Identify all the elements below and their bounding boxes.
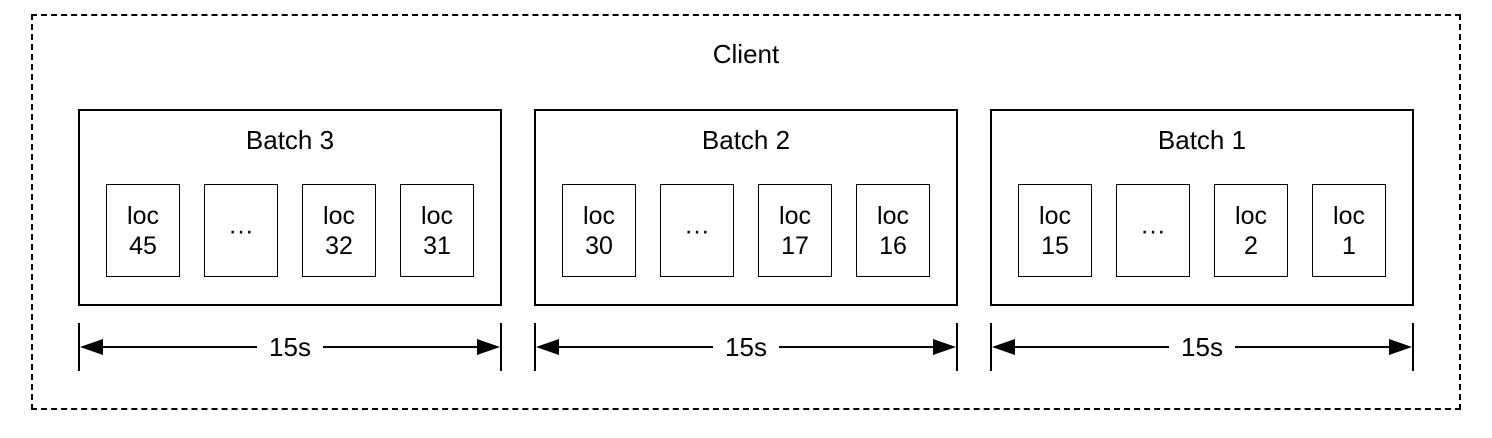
arrowhead-right-icon bbox=[1389, 339, 1413, 355]
batch-title: Batch 3 bbox=[245, 125, 335, 155]
duration-label: 15s bbox=[269, 332, 311, 362]
loc-number: 32 bbox=[325, 231, 353, 260]
loc-box: loc 15 bbox=[1018, 184, 1092, 277]
arrow-end-tick-left bbox=[78, 323, 80, 371]
arrowhead-left-icon bbox=[80, 339, 103, 355]
loc-label: loc bbox=[127, 201, 159, 230]
arrow-end-tick-right bbox=[1412, 323, 1415, 371]
ellipsis-box: ··· bbox=[204, 184, 278, 277]
arrowhead-right-icon bbox=[933, 339, 957, 355]
ellipsis-label: ··· bbox=[1140, 216, 1166, 245]
duration-label: 15s bbox=[725, 332, 767, 362]
batches-row: Batch 3 loc 45 ··· loc 32 bbox=[33, 109, 1459, 371]
slots-row: loc 45 ··· loc 32 loc 31 bbox=[80, 184, 500, 277]
loc-number: 16 bbox=[879, 231, 907, 260]
arrow-end-tick-left bbox=[990, 323, 992, 371]
batch-title: Batch 2 bbox=[701, 125, 791, 155]
arrowhead-left-icon bbox=[536, 339, 559, 355]
loc-number: 30 bbox=[585, 231, 613, 260]
loc-number: 1 bbox=[1342, 231, 1356, 260]
ellipsis-label: ··· bbox=[228, 216, 254, 245]
batch-title: Batch 1 bbox=[1157, 125, 1247, 155]
loc-box: loc 17 bbox=[758, 184, 832, 277]
duration-arrow: 15s bbox=[990, 323, 1415, 371]
arrow-line bbox=[322, 346, 478, 348]
client-container: Client Batch 3 loc 45 ··· lo bbox=[31, 14, 1461, 410]
loc-label: loc bbox=[779, 201, 811, 230]
loc-label: loc bbox=[583, 201, 615, 230]
batch-column-3: Batch 3 loc 45 ··· loc 32 bbox=[78, 109, 503, 371]
arrow-line bbox=[1234, 346, 1390, 348]
loc-label: loc bbox=[877, 201, 909, 230]
loc-box: loc 30 bbox=[562, 184, 636, 277]
arrow-end-tick-left bbox=[534, 323, 536, 371]
loc-box: loc 16 bbox=[856, 184, 930, 277]
ellipsis-label: ··· bbox=[684, 216, 710, 245]
loc-label: loc bbox=[421, 201, 453, 230]
duration-arrow: 15s bbox=[534, 323, 959, 371]
batch-box-1: Batch 1 loc 15 ··· loc 2 bbox=[990, 109, 1414, 306]
arrow-end-tick-right bbox=[500, 323, 503, 371]
duration-label: 15s bbox=[1181, 332, 1223, 362]
loc-number: 15 bbox=[1041, 231, 1069, 260]
batch-box-3: Batch 3 loc 45 ··· loc 32 bbox=[78, 109, 502, 306]
arrowhead-right-icon bbox=[477, 339, 501, 355]
client-title: Client bbox=[712, 39, 780, 69]
loc-label: loc bbox=[1235, 201, 1267, 230]
arrow-line bbox=[778, 346, 934, 348]
ellipsis-box: ··· bbox=[660, 184, 734, 277]
loc-box: loc 32 bbox=[302, 184, 376, 277]
loc-number: 2 bbox=[1244, 231, 1258, 260]
batch-box-2: Batch 2 loc 30 ··· loc 17 bbox=[534, 109, 958, 306]
batch-column-2: Batch 2 loc 30 ··· loc 17 bbox=[534, 109, 959, 371]
arrow-line bbox=[559, 346, 714, 348]
loc-label: loc bbox=[323, 201, 355, 230]
loc-number: 17 bbox=[781, 231, 809, 260]
arrow-end-tick-right bbox=[956, 323, 959, 371]
duration-arrow: 15s bbox=[78, 323, 503, 371]
arrow-line bbox=[103, 346, 258, 348]
arrowhead-left-icon bbox=[992, 339, 1015, 355]
loc-box: loc 1 bbox=[1312, 184, 1386, 277]
loc-label: loc bbox=[1333, 201, 1365, 230]
slots-row: loc 15 ··· loc 2 loc 1 bbox=[992, 184, 1412, 277]
slots-row: loc 30 ··· loc 17 loc 16 bbox=[536, 184, 956, 277]
loc-number: 31 bbox=[423, 231, 451, 260]
arrow-line bbox=[1015, 346, 1170, 348]
loc-box: loc 45 bbox=[106, 184, 180, 277]
loc-label: loc bbox=[1039, 201, 1071, 230]
ellipsis-box: ··· bbox=[1116, 184, 1190, 277]
loc-box: loc 31 bbox=[400, 184, 474, 277]
loc-box: loc 2 bbox=[1214, 184, 1288, 277]
batch-column-1: Batch 1 loc 15 ··· loc 2 bbox=[990, 109, 1415, 371]
loc-number: 45 bbox=[129, 231, 157, 260]
